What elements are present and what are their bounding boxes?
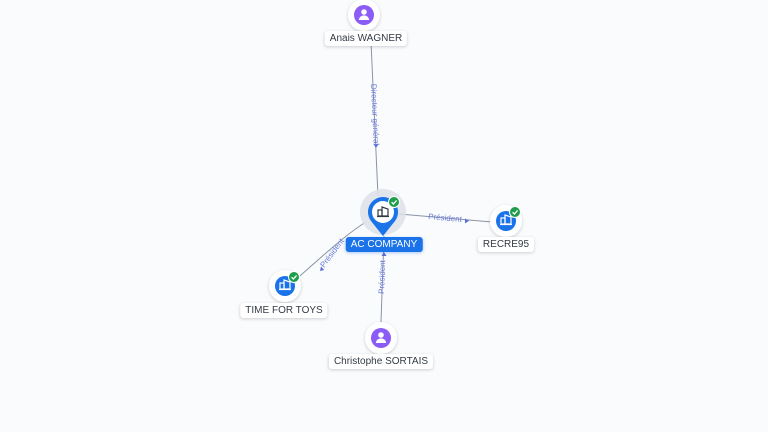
edge-arrow [465, 218, 469, 224]
edge-arrow [373, 144, 379, 148]
person-icon [358, 9, 370, 20]
node-label-recre95[interactable]: RECRE95 [477, 237, 535, 252]
edge-center-timefortoys[interactable]: Président [292, 221, 367, 283]
person-icon [375, 332, 387, 343]
node-label-ac-company[interactable]: AC COMPANY [345, 237, 423, 252]
edge-label-directeur-general: Directeur général [369, 84, 381, 146]
edge-label-president-christophe: Président [377, 259, 387, 294]
edge-label-president-recre95: Président [428, 212, 463, 224]
building-icon [279, 279, 291, 291]
building-icon [500, 214, 512, 226]
edge-arrow [381, 252, 387, 256]
building-icon [377, 206, 389, 218]
edge-center-recre95[interactable]: Président [398, 212, 493, 224]
node-time-for-toys[interactable] [269, 270, 301, 302]
node-label-anais-wagner[interactable]: Anais WAGNER [324, 31, 408, 46]
edge-arrow [320, 266, 325, 271]
node-anais-wagner[interactable] [348, 0, 380, 31]
node-recre95[interactable] [490, 205, 522, 237]
check-badge-icon [288, 271, 300, 283]
node-label-time-for-toys[interactable]: TIME FOR TOYS [240, 303, 328, 318]
edge-label-president-timefortoys: Président [318, 236, 346, 269]
node-label-christophe-sortais[interactable]: Christophe SORTAIS [328, 354, 434, 369]
check-badge-icon [388, 196, 400, 208]
node-ac-company[interactable] [360, 189, 406, 236]
node-christophe-sortais[interactable] [365, 322, 397, 354]
check-badge-icon [509, 206, 521, 218]
edge-anais-center[interactable]: Directeur général [369, 41, 381, 197]
